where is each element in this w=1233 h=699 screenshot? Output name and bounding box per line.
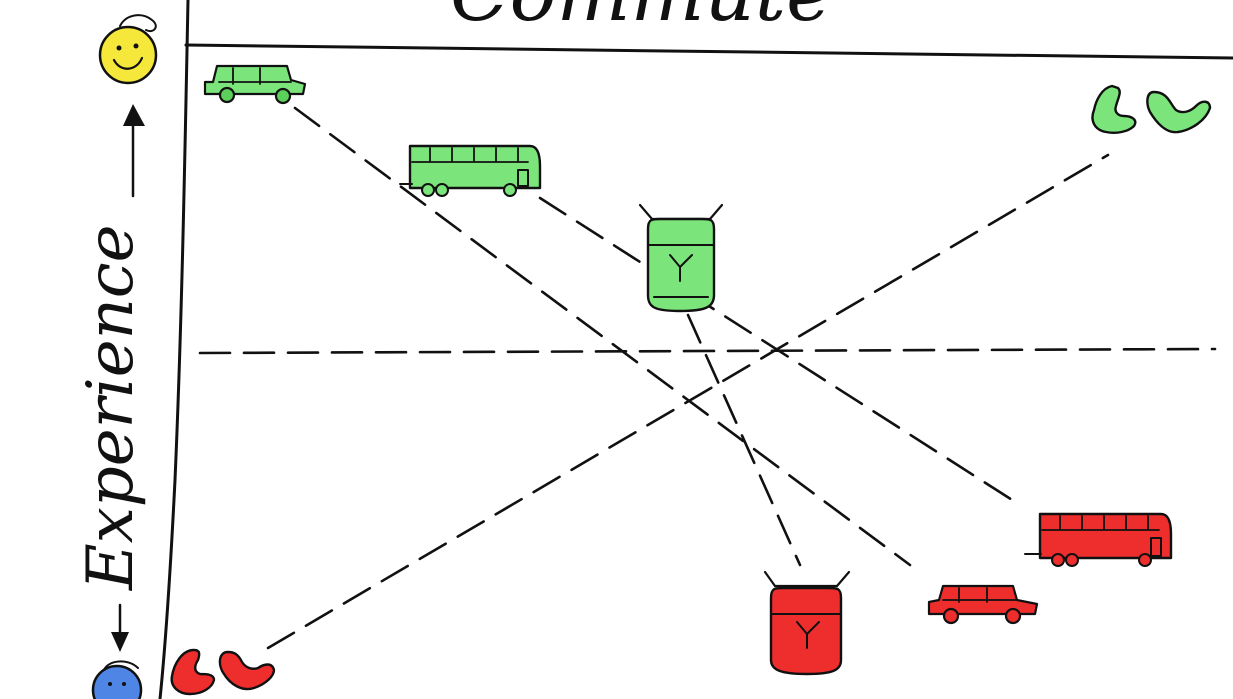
bus-icon-negative <box>1024 512 1173 567</box>
y-axis-up-arrow <box>123 104 145 198</box>
y-axis-label: Experience <box>74 224 148 591</box>
happy-face-icon <box>98 14 158 85</box>
car-icon-negative <box>927 584 1039 625</box>
bike-icon-negative <box>763 570 851 676</box>
boots-icon-negative <box>170 648 276 696</box>
midline-dashed <box>198 347 1217 355</box>
bike-icon-positive <box>638 203 724 313</box>
bike-connector-line <box>686 313 802 567</box>
diagram-title: Commute <box>450 0 832 39</box>
car-connector-line <box>293 106 912 567</box>
bus-connector-line <box>538 196 1022 507</box>
bus-icon-positive <box>399 144 542 197</box>
boots-icon-positive <box>1091 84 1212 134</box>
vertical-axis-line <box>158 0 190 699</box>
sad-face-icon <box>91 660 143 699</box>
y-axis-down-arrow <box>111 603 129 652</box>
boots-connector-line <box>266 153 1110 650</box>
top-axis-line <box>184 43 1233 60</box>
car-icon-positive <box>203 64 307 105</box>
